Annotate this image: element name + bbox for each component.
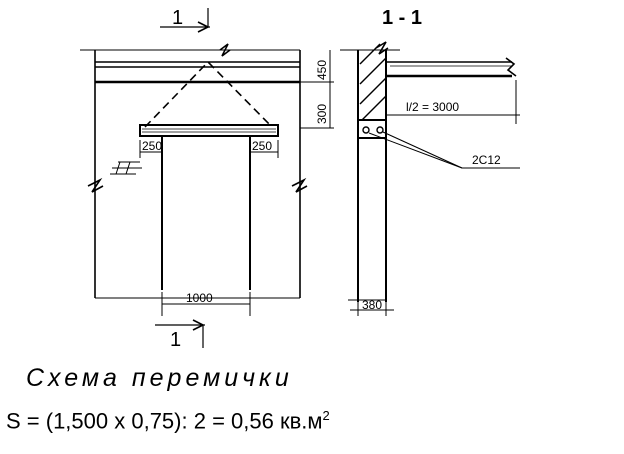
cut-arrow-top-icon xyxy=(197,21,210,33)
dim-height-label: 300 xyxy=(315,104,329,124)
dim-slab-label: 450 xyxy=(315,60,329,80)
section-mark-top: 1 xyxy=(172,7,183,29)
dim-opening-label: 1000 xyxy=(186,291,213,305)
section-break-icon xyxy=(375,41,389,55)
rebar-leader-2 xyxy=(368,132,463,169)
drawing-caption: Схема перемички xyxy=(26,364,293,392)
section-title: 1 - 1 xyxy=(382,7,422,29)
break-right-icon xyxy=(291,177,308,193)
cut-arrow-bottom-icon xyxy=(192,319,205,331)
dim-half-span-label: l/2 = 3000 xyxy=(406,100,459,114)
section-lintel xyxy=(357,119,387,139)
brick-symbol xyxy=(110,161,142,175)
load-triangle xyxy=(144,60,273,128)
area-formula-exponent: 2 xyxy=(322,408,330,423)
section-hatch xyxy=(359,43,387,121)
rebar-label: 2С12 xyxy=(472,153,501,167)
rebar-left-icon xyxy=(362,126,370,134)
section-slab-break-icon xyxy=(505,57,517,77)
dim-left-bearing-label: 250 xyxy=(142,139,162,153)
rebar-leader-1 xyxy=(382,131,463,169)
lintel-beam xyxy=(139,124,279,137)
area-formula: S = (1,500 x 0,75): 2 = 0,56 кв.м2 xyxy=(6,408,330,434)
section-mark-bottom: 1 xyxy=(170,329,181,351)
dim-wall-label: 380 xyxy=(362,298,382,312)
rebar-right-icon xyxy=(376,126,384,134)
dim-right-bearing-label: 250 xyxy=(252,139,272,153)
break-left-icon xyxy=(87,177,104,193)
area-formula-text: S = (1,500 x 0,75): 2 = 0,56 кв.м xyxy=(6,408,323,434)
